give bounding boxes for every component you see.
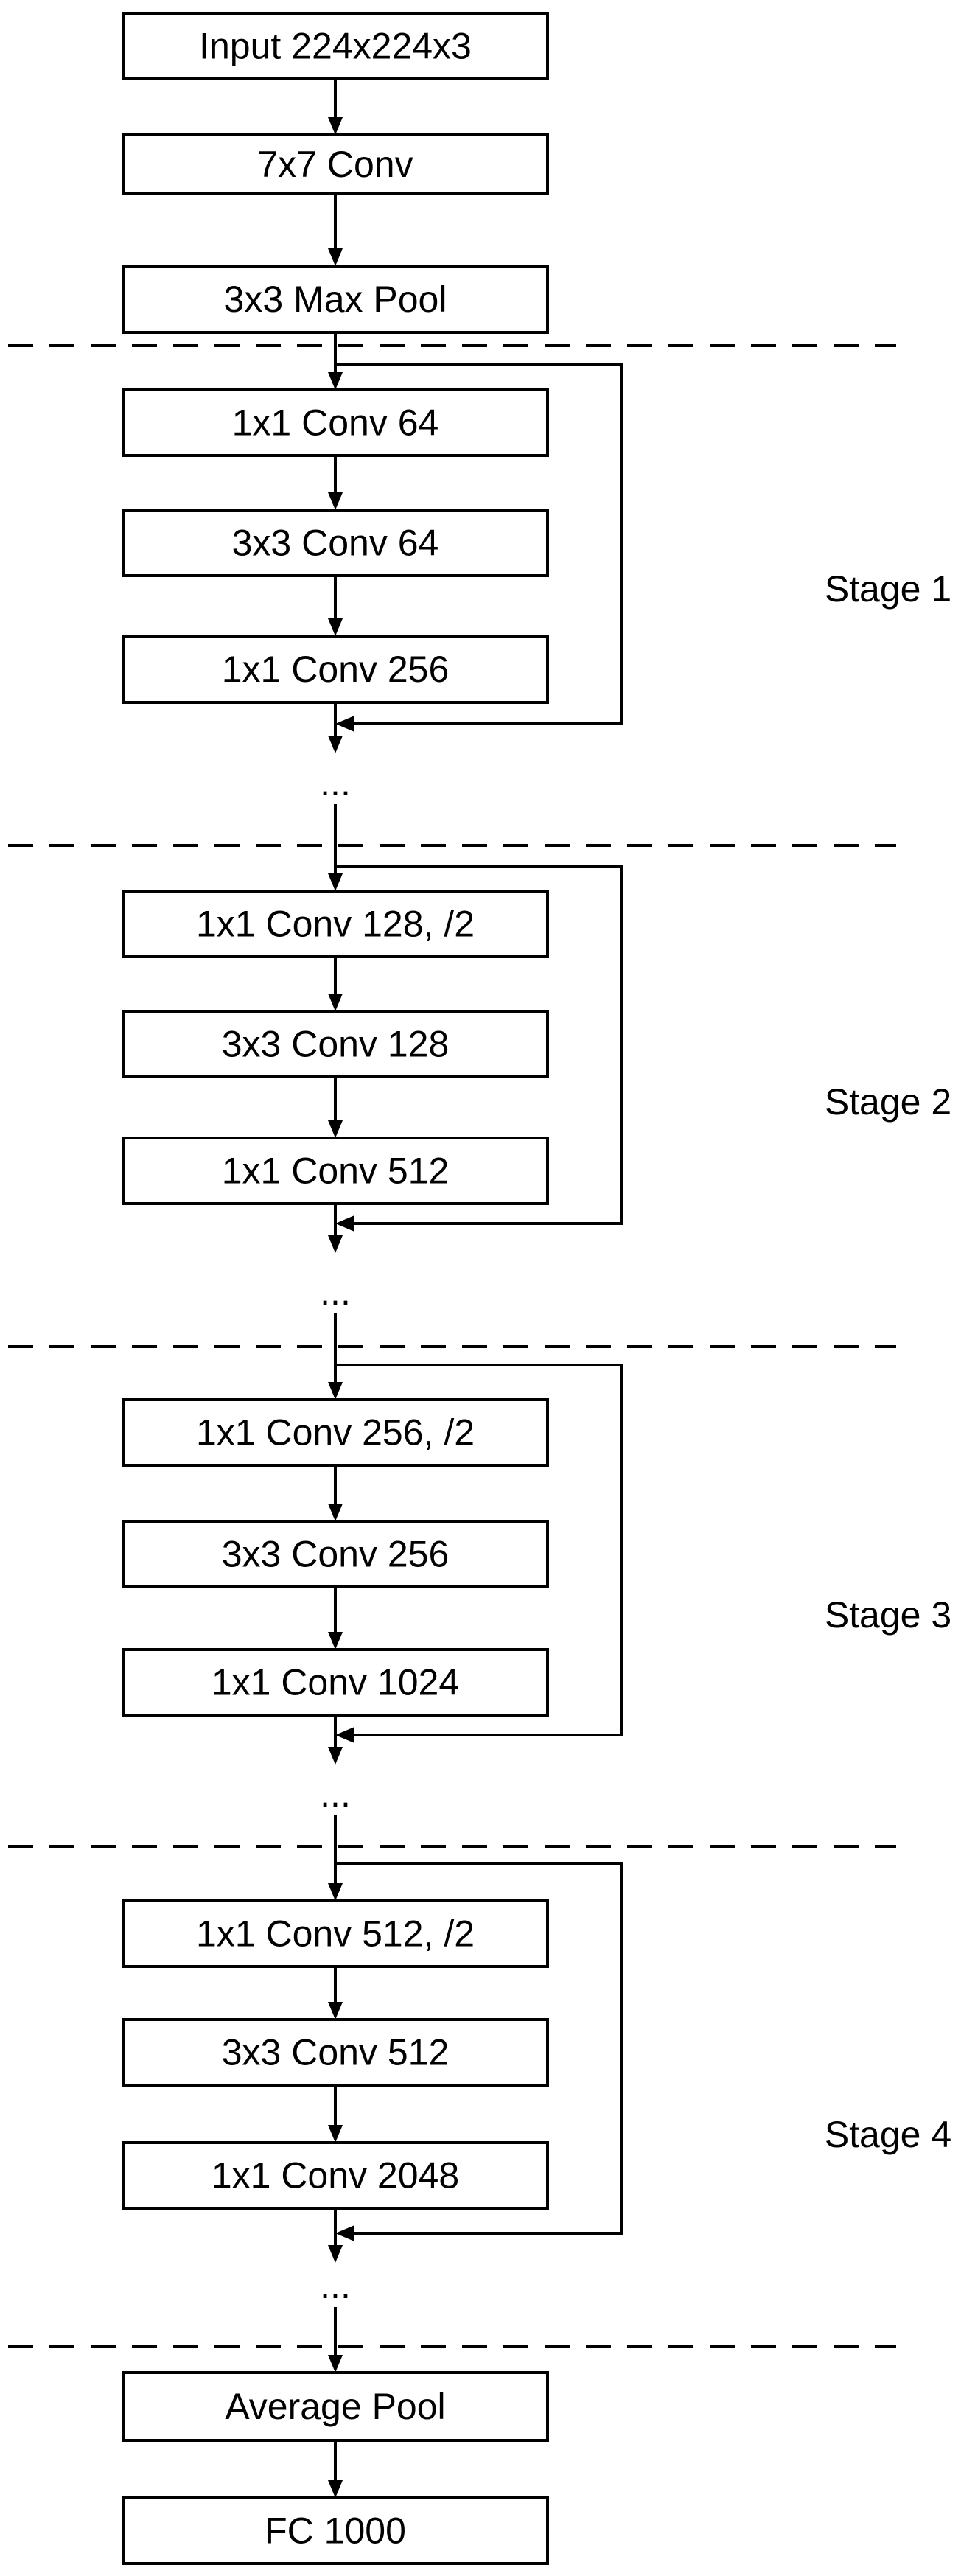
stage-3-layer-2-label: 3x3 Conv 256: [222, 1534, 450, 1575]
stage-3-skip-arrowhead: [335, 1727, 354, 1743]
stage-2-input-arrow-head: [328, 873, 343, 891]
stage-3-label: Stage 3: [825, 1594, 951, 1636]
stage-2-output-arrow-head: [328, 1235, 343, 1253]
stage-4-ellipsis: ...: [320, 2265, 351, 2306]
stage-3-layer-3-box: [122, 1648, 549, 1717]
stage-4-layer-3-label: 1x1 Conv 2048: [212, 2155, 459, 2196]
stage-1-label: Stage 1: [825, 568, 951, 610]
stage-4-layer-2-label: 3x3 Conv 512: [222, 2032, 450, 2073]
stage-4-output-arrow-head: [328, 2245, 343, 2263]
stage-1-skip-arrowhead: [335, 716, 354, 732]
average-pool-box: [122, 2371, 549, 2442]
preamble-layer-2-label: 7x7 Conv: [257, 144, 413, 185]
stage-3-layer-2-box: [122, 1520, 549, 1588]
stage-1-output-arrow-head: [328, 736, 343, 753]
stage-4-layer-1-box: [122, 1899, 549, 1968]
arrow-preamble-2-head: [328, 248, 343, 266]
stage-1-skip-connection: [335, 363, 623, 725]
stage-3-skip-connection: [335, 1364, 623, 1736]
stage-3-layer-1-label: 1x1 Conv 256, /2: [196, 1412, 475, 1453]
stage-1-arrow-2-head: [328, 618, 343, 636]
stage-2-layer-3-label: 1x1 Conv 512: [222, 1151, 450, 1192]
stage-1-layer-3-label: 1x1 Conv 256: [222, 649, 450, 690]
stage-1-input-arrow-head: [328, 372, 343, 390]
stage-2-layer-1-label: 1x1 Conv 128, /2: [196, 904, 475, 945]
stage-3-ellipsis: ...: [320, 1773, 351, 1815]
stage-4-skip-connection: [335, 1862, 623, 2235]
arrow-to-average-pool-head: [328, 2355, 343, 2373]
stage-2-arrow-1-head: [328, 994, 343, 1011]
stage-3-output-arrow-head: [328, 1747, 343, 1765]
stage-1-layer-1-label: 1x1 Conv 64: [232, 402, 439, 444]
stage-4-layer-2-box: [122, 2018, 549, 2087]
preamble-layer-1-label: Input 224x224x3: [199, 26, 472, 67]
stage-3-layer-3-label: 1x1 Conv 1024: [212, 1662, 459, 1703]
stage-1-ellipsis: ...: [320, 762, 351, 803]
preamble-layer-2-box: [122, 133, 549, 195]
fc-layer-box: [122, 2496, 549, 2565]
stage-1-layer-1-box: [122, 388, 549, 457]
stage-2-ellipsis: ...: [320, 1271, 351, 1313]
stage-4-layer-1-label: 1x1 Conv 512, /2: [196, 1913, 475, 1955]
stage-2-skip-connection: [335, 865, 623, 1225]
stage-1-arrow-1-head: [328, 492, 343, 510]
stage-4-input-arrow-head: [328, 1883, 343, 1901]
stage-2-layer-3-box: [122, 1137, 549, 1205]
average-pool-label: Average Pool: [225, 2386, 445, 2427]
stage-2-layer-2-label: 3x3 Conv 128: [222, 1024, 450, 1065]
stage-2-layer-2-box: [122, 1010, 549, 1078]
stage-2-arrow-2-head: [328, 1120, 343, 1138]
stage-3-arrow-2-head: [328, 1632, 343, 1650]
stage-1-layer-2-label: 3x3 Conv 64: [232, 523, 439, 564]
preamble-layer-3-label: 3x3 Max Pool: [224, 279, 447, 320]
fc-layer-label: FC 1000: [265, 2510, 406, 2552]
stage-3-arrow-1-head: [328, 1504, 343, 1521]
arrow-preamble-1-head: [328, 117, 343, 135]
stage-4-arrow-2-head: [328, 2125, 343, 2143]
stage-3-input-arrow-head: [328, 1382, 343, 1400]
stage-4-layer-3-box: [122, 2141, 549, 2210]
stage-4-label: Stage 4: [825, 2114, 951, 2155]
preamble-layer-1-box: [122, 12, 549, 80]
arrow-to-fc-head: [328, 2480, 343, 2498]
stage-3-layer-1-box: [122, 1398, 549, 1467]
stage-4-skip-arrowhead: [335, 2225, 354, 2241]
stage-2-label: Stage 2: [825, 1081, 951, 1123]
stage-2-skip-arrowhead: [335, 1215, 354, 1232]
stage-4-arrow-1-head: [328, 2002, 343, 2020]
